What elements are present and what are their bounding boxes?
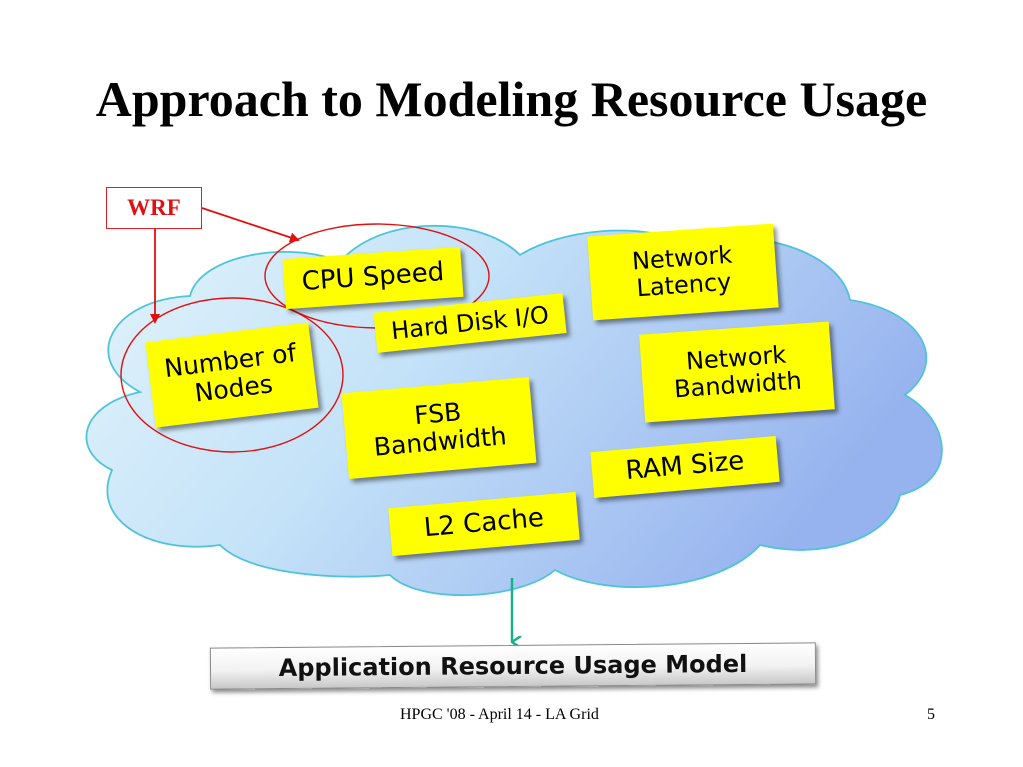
page-number: 5 bbox=[927, 706, 935, 723]
slide-title: Approach to Modeling Resource Usage bbox=[95, 71, 928, 127]
wrf-label: WRF bbox=[106, 187, 202, 229]
footer-text: HPGC '08 - April 14 - LA Grid bbox=[400, 706, 599, 723]
note-network-bandwidth: Network Bandwidth bbox=[639, 321, 835, 423]
wrf-to-cpu-arrow bbox=[201, 207, 300, 243]
note-fsb-bandwidth: FSB Bandwidth bbox=[341, 376, 537, 480]
note-network-latency: Network Latency bbox=[587, 223, 779, 321]
number-of-nodes-highlight-ellipse bbox=[120, 297, 344, 453]
application-resource-usage-model-banner: Application Resource Usage Model bbox=[209, 642, 817, 690]
